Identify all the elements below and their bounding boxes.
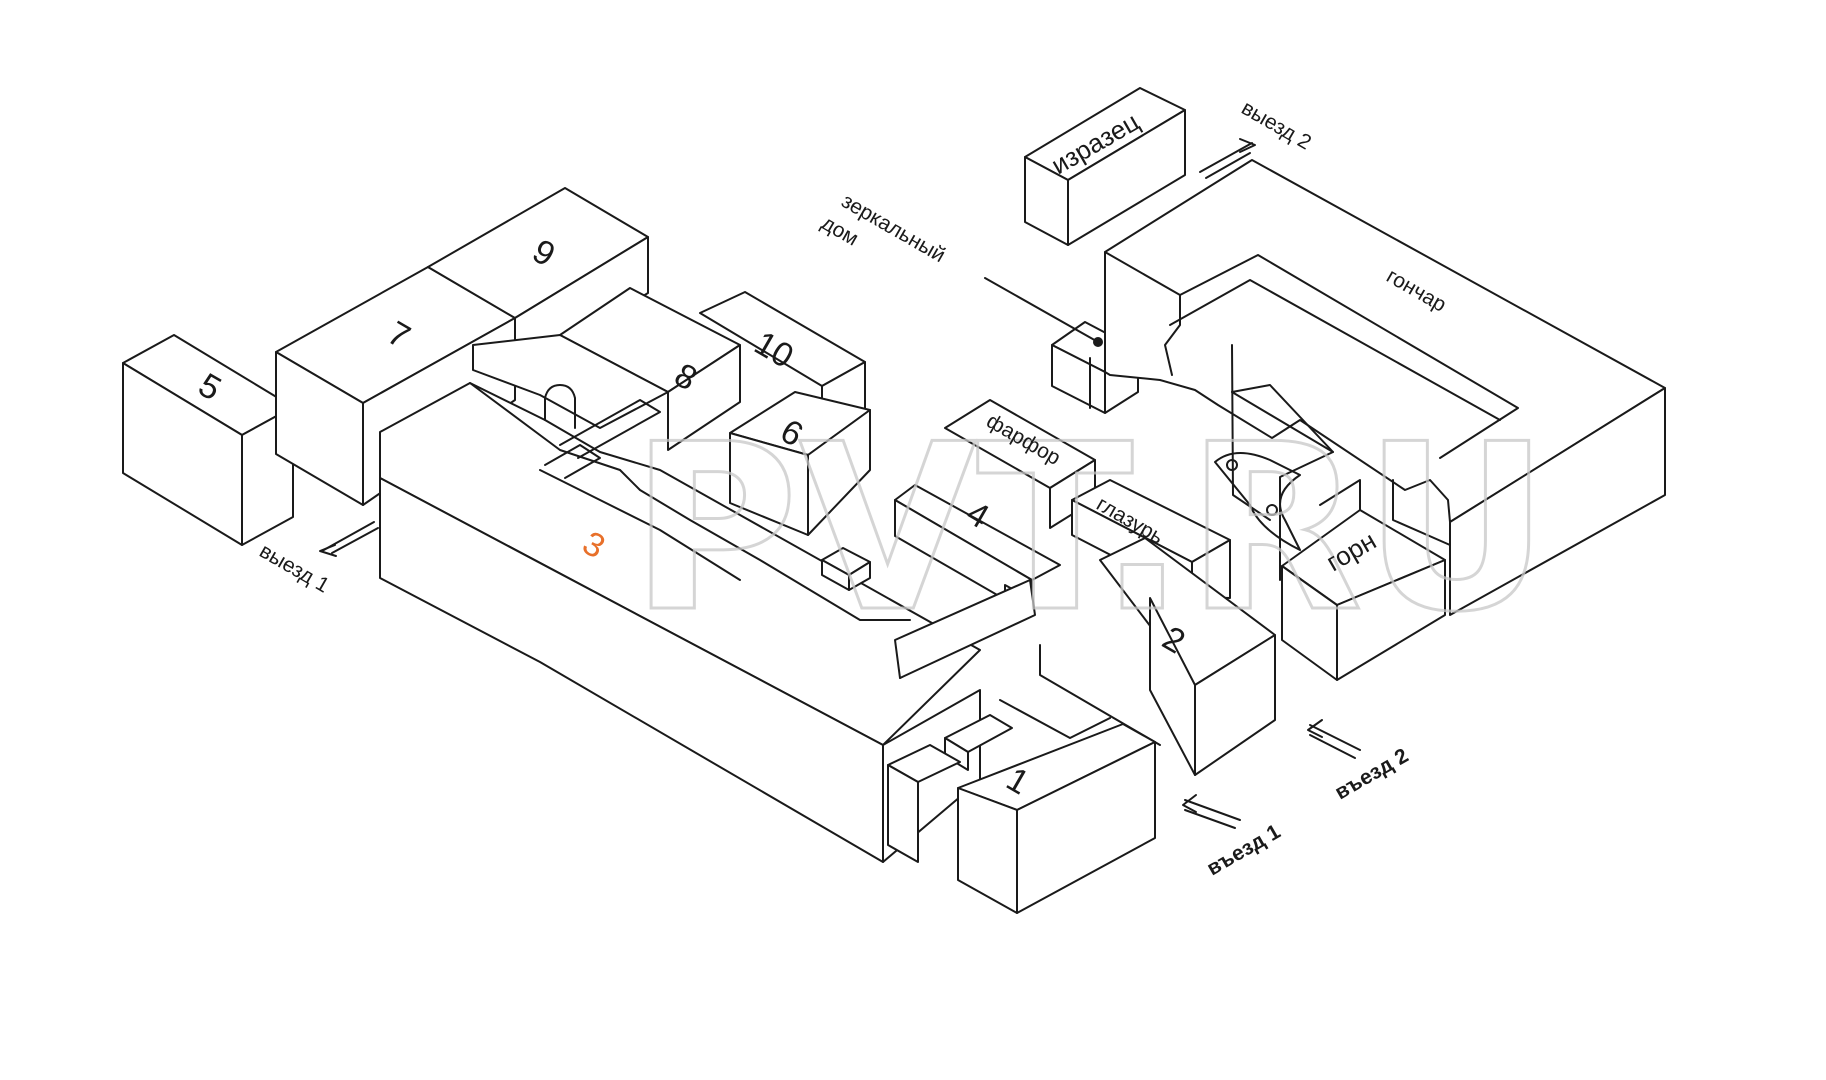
mirror-house-pointer <box>984 277 1099 343</box>
entry-2-arrow <box>1307 719 1361 759</box>
watermark: PVT.RU <box>630 396 1550 663</box>
small-cube <box>821 547 871 591</box>
exit-2-label: выезд 2 <box>1238 96 1316 154</box>
building-4[interactable] <box>894 484 1061 679</box>
building-gorn[interactable] <box>1281 479 1446 681</box>
building-izrazets[interactable] <box>1024 87 1186 246</box>
building-gonchar[interactable] <box>1104 159 1666 616</box>
exit-1-arrow <box>319 521 379 557</box>
building-8[interactable] <box>472 287 741 479</box>
entry-1-arrow <box>1182 794 1241 829</box>
exit-1-label: выезд 1 <box>256 539 334 597</box>
building-6[interactable] <box>729 391 871 536</box>
building-1[interactable] <box>887 699 1156 914</box>
mirror-house-dot <box>1093 337 1103 347</box>
building-farfor[interactable] <box>944 399 1096 529</box>
entry-1-label: въезд 1 <box>1203 820 1285 880</box>
exit-2-arrow <box>1199 138 1256 179</box>
entry-2-label: въезд 2 <box>1331 744 1412 804</box>
building-5[interactable] <box>122 334 294 546</box>
building-2[interactable] <box>1039 537 1276 776</box>
